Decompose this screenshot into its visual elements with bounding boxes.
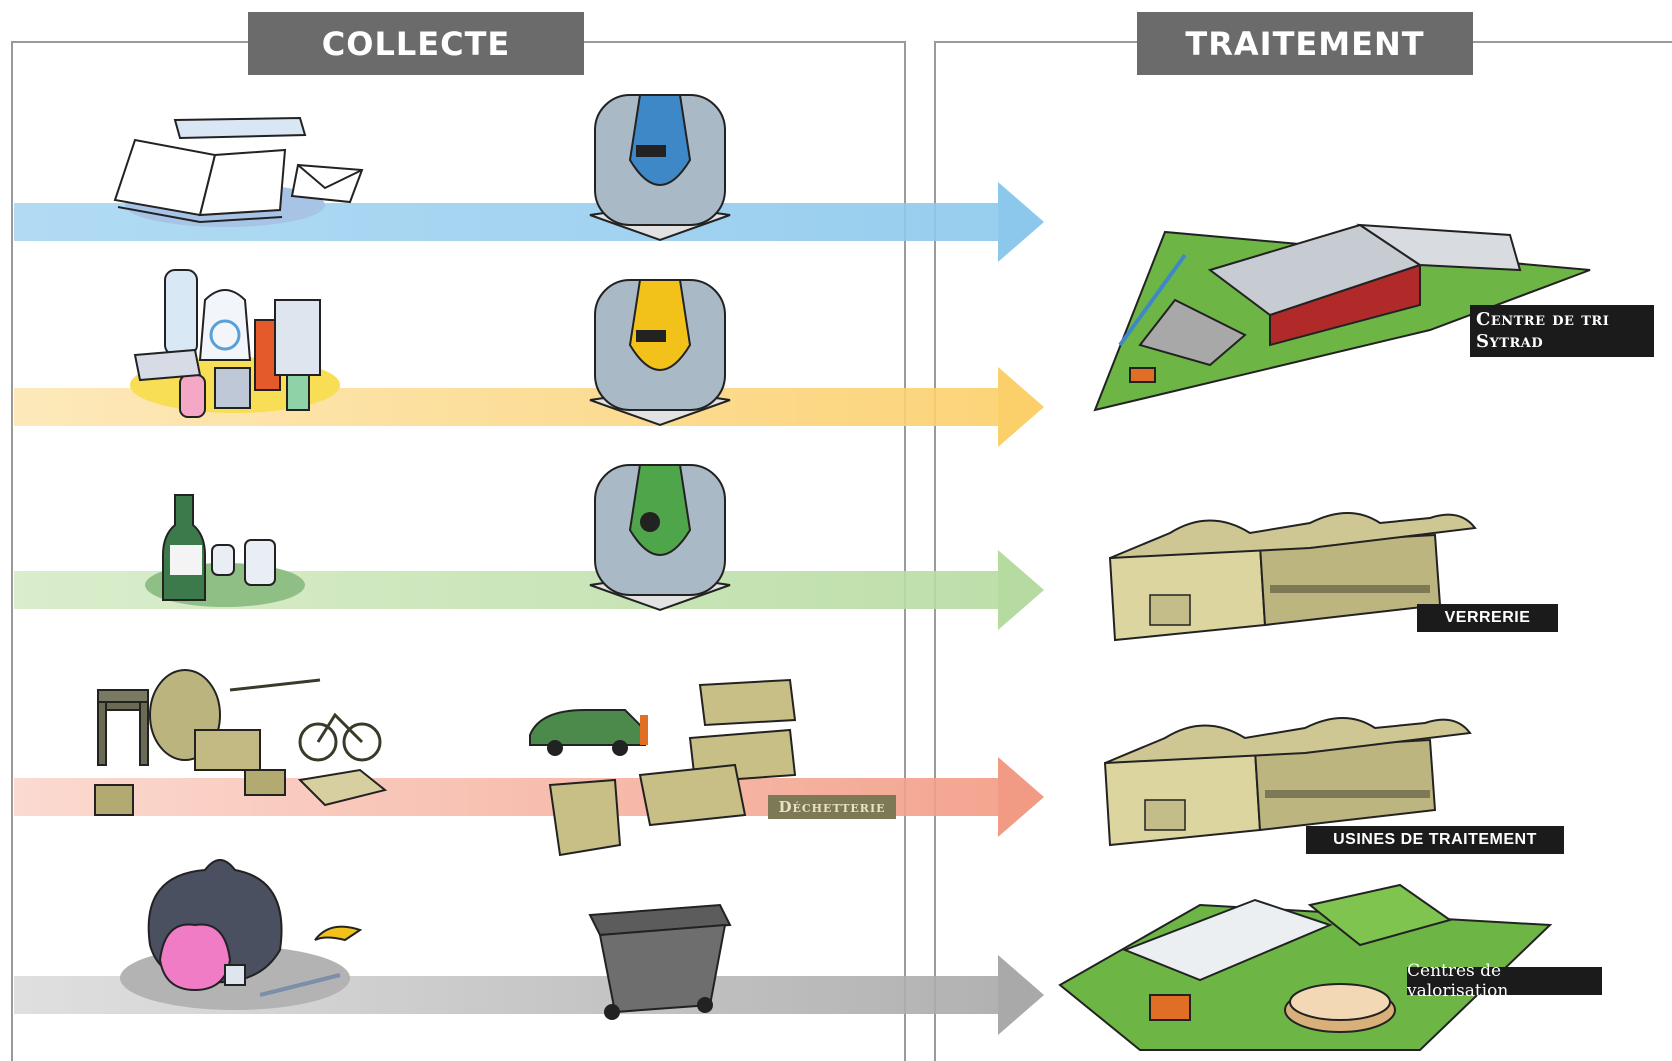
packaging-waste-illustration <box>130 269 340 418</box>
household-waste-illustration <box>120 859 363 1010</box>
bulky-waste-illustration <box>94 669 388 816</box>
verrerie-illustration <box>1108 512 1477 642</box>
verrerie-label: VERRERIE <box>1417 604 1558 632</box>
traitement-header: TRAITEMENT <box>1137 12 1473 75</box>
glass-waste-illustration <box>145 494 305 607</box>
yellow-container <box>589 279 731 427</box>
centre-tri-line1: Centre de tri <box>1476 309 1610 330</box>
dechetterie-illustration <box>529 678 797 857</box>
centre-de-tri-illustration <box>1093 223 1591 412</box>
collecte-header: COLLECTE <box>248 12 584 75</box>
paper-waste-illustration <box>113 116 364 227</box>
usines-label: USINES DE TRAITEMENT <box>1306 826 1564 854</box>
dechetterie-label: Déchetterie <box>768 795 896 819</box>
green-container <box>589 464 731 612</box>
centre-tri-line2: Sytrad <box>1476 331 1544 352</box>
grey-wheelie-bin <box>588 903 732 1020</box>
centre-de-tri-label: Centre de tri Sytrad <box>1470 305 1654 357</box>
usines-illustration <box>1103 717 1472 847</box>
blue-container <box>589 94 731 242</box>
valorisation-label: Centres de valorisation <box>1407 961 1602 1001</box>
